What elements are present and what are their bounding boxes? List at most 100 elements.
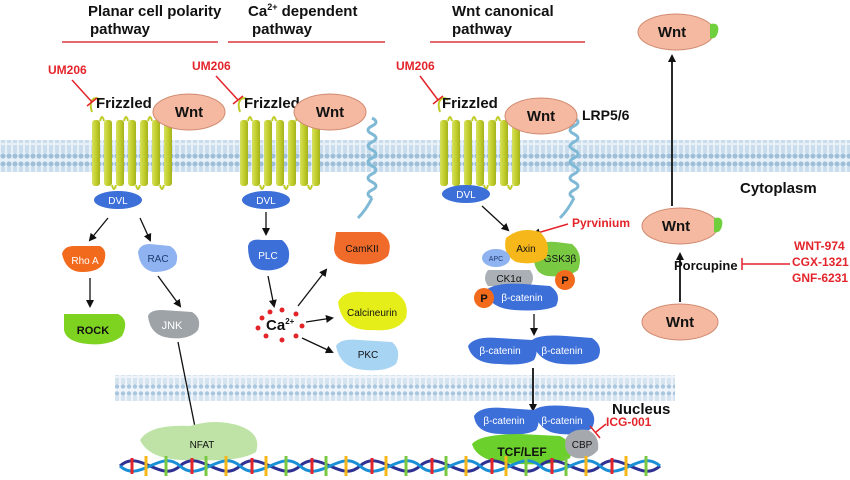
dvl-ca: DVL xyxy=(242,191,290,209)
arrow-dvl-to-rhoa xyxy=(88,217,109,242)
wnt-974-inhibitor: WNT-974 xyxy=(794,239,845,253)
arrow-plc-to-ca xyxy=(267,275,277,308)
ca-pathway-title-line1: Ca2+ dependent xyxy=(248,2,357,20)
arrow-jnk-to-nfat xyxy=(177,341,199,434)
wnt-pathway-title-line1: Wnt canonical xyxy=(452,3,554,20)
rhoa-protein: Rho A xyxy=(62,246,106,272)
arrow-ca-to-pkc xyxy=(301,337,334,354)
wnt-secreted: Wnt xyxy=(637,13,719,51)
frizzled-label-2: Frizzled xyxy=(244,95,300,112)
wnt-ligand-pcp: Wnt xyxy=(152,93,226,131)
pcp-pathway-title-line1: Planar cell polarity xyxy=(88,3,222,20)
svg-text:TCF/LEF: TCF/LEF xyxy=(497,445,546,459)
tcf-lef-protein: TCF/LEF xyxy=(472,434,572,465)
axin-protein: Axin xyxy=(505,230,548,264)
svg-text:PLC: PLC xyxy=(258,251,277,262)
rac-protein: RAC xyxy=(138,244,178,272)
phospho-site-1: P xyxy=(474,288,494,308)
svg-text:P: P xyxy=(480,293,487,305)
lrp56-label: LRP5/6 xyxy=(582,107,630,123)
svg-text:GSK3β: GSK3β xyxy=(544,254,577,265)
wnt-ligand-ca: Wnt xyxy=(293,93,367,131)
um206-inhibitor-3: UM206 xyxy=(396,59,435,73)
coreceptor-helix-ca xyxy=(356,116,378,220)
svg-text:Wnt: Wnt xyxy=(175,104,203,121)
pcp-pathway-title-line2: pathway xyxy=(90,21,151,38)
pyrvinium-inhibitor: Pyrvinium xyxy=(572,216,630,230)
porcupine-label: Porcupine xyxy=(674,258,738,273)
frizzled-label-3: Frizzled xyxy=(442,95,498,112)
bcatenin-dimer-nucleus: β-catenin β-catenin xyxy=(474,405,595,435)
wnt-palmitoylated: Wnt xyxy=(641,207,723,245)
frizzled-receptor-ca xyxy=(237,97,320,190)
porcupine-inhibit-line xyxy=(741,258,790,270)
icg-001-inhibitor: ICG-001 xyxy=(606,415,652,429)
wnt-unprocessed: Wnt xyxy=(641,303,719,341)
arrow-dvl-to-rac xyxy=(139,217,152,242)
arrow-ca-to-calcineurin xyxy=(305,314,334,323)
rock-protein: ROCK xyxy=(64,314,126,345)
frizzled-receptor-canonical xyxy=(437,97,520,190)
svg-text:Wnt: Wnt xyxy=(527,108,555,125)
svg-text:Rho A: Rho A xyxy=(71,256,99,267)
jnk-protein: JNK xyxy=(148,310,200,339)
ck1a-protein: CK1α xyxy=(485,270,533,286)
svg-text:Wnt: Wnt xyxy=(658,24,686,41)
ca-pathway-title-line2: pathway xyxy=(252,21,313,38)
svg-text:Axin: Axin xyxy=(516,244,535,255)
pkc-protein: PKC xyxy=(336,339,399,371)
dna-double-helix xyxy=(118,456,662,476)
dvl-pcp: DVL xyxy=(94,191,142,209)
svg-text:Ca2+: Ca2+ xyxy=(266,317,295,334)
wnt-pathway-title-line2: pathway xyxy=(452,21,513,38)
arrow-ca-to-camkii xyxy=(297,268,328,307)
cgx-1321-inhibitor: CGX-1321 xyxy=(792,255,849,269)
arrow-rac-to-jnk xyxy=(157,275,182,308)
svg-text:β-catenin: β-catenin xyxy=(541,346,582,357)
cbp-protein: CBP xyxy=(565,429,599,459)
svg-text:Calcineurin: Calcineurin xyxy=(347,308,397,319)
nuclear-membrane xyxy=(115,375,675,401)
svg-text:CBP: CBP xyxy=(572,440,593,451)
svg-text:β-catenin: β-catenin xyxy=(479,346,520,357)
bcatenin-dimer-cytoplasm: β-catenin β-catenin xyxy=(468,335,600,365)
svg-text:DVL: DVL xyxy=(256,196,276,207)
bcatenin-in-complex: β-catenin xyxy=(486,283,558,311)
svg-text:NFAT: NFAT xyxy=(190,440,215,451)
svg-text:RAC: RAC xyxy=(147,254,168,265)
plasma-membrane xyxy=(0,140,850,172)
svg-text:β-catenin: β-catenin xyxy=(501,293,542,304)
destruction-complex: GSK3β Axin APC CK1α β-catenin P P xyxy=(474,230,580,311)
svg-text:Wnt: Wnt xyxy=(662,218,690,235)
svg-text:DVL: DVL xyxy=(456,190,476,201)
camkii-protein: CamKII xyxy=(334,232,390,265)
um206-inhibitor-1: UM206 xyxy=(48,63,87,77)
um206-inhibitor-2: UM206 xyxy=(192,59,231,73)
dvl-canonical: DVL xyxy=(442,185,490,203)
svg-text:ROCK: ROCK xyxy=(77,325,109,337)
svg-text:APC: APC xyxy=(489,256,503,263)
nucleus-label: Nucleus xyxy=(612,401,670,418)
apc-protein: APC xyxy=(482,249,510,267)
icg-001-inhibit-line xyxy=(589,423,607,439)
plc-protein: PLC xyxy=(248,239,290,271)
calcineurin-protein: Calcineurin xyxy=(338,291,407,331)
svg-text:β-catenin: β-catenin xyxy=(483,416,524,427)
svg-text:PKC: PKC xyxy=(358,350,379,361)
um206-inhibit-line-2 xyxy=(215,75,244,105)
gnf-6231-inhibitor: GNF-6231 xyxy=(792,271,848,285)
svg-text:Wnt: Wnt xyxy=(316,104,344,121)
calcium-ions: Ca2+ xyxy=(255,307,305,343)
cytoplasm-label: Cytoplasm xyxy=(740,180,817,197)
frizzled-label-1: Frizzled xyxy=(96,95,152,112)
frizzled-receptor-pcp xyxy=(89,97,172,190)
wnt-ligand-canonical: Wnt xyxy=(504,97,578,135)
svg-text:β-catenin: β-catenin xyxy=(541,416,582,427)
phospho-site-2: P xyxy=(555,270,575,290)
svg-text:Wnt: Wnt xyxy=(666,314,694,331)
nfat-protein: NFAT xyxy=(140,422,258,461)
um206-inhibit-line-3 xyxy=(419,75,444,105)
svg-text:CamKII: CamKII xyxy=(345,244,378,255)
um206-inhibit-line-1 xyxy=(71,79,98,107)
